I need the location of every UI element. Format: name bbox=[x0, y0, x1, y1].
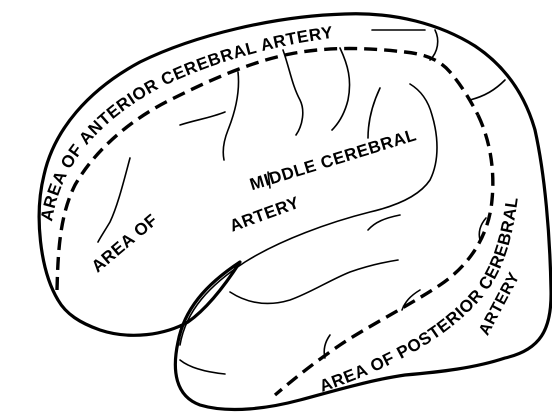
brain-vascular-territories-diagram: AREA OF ANTERIOR CEREBRAL ARTERY MIDDLE … bbox=[0, 0, 552, 417]
